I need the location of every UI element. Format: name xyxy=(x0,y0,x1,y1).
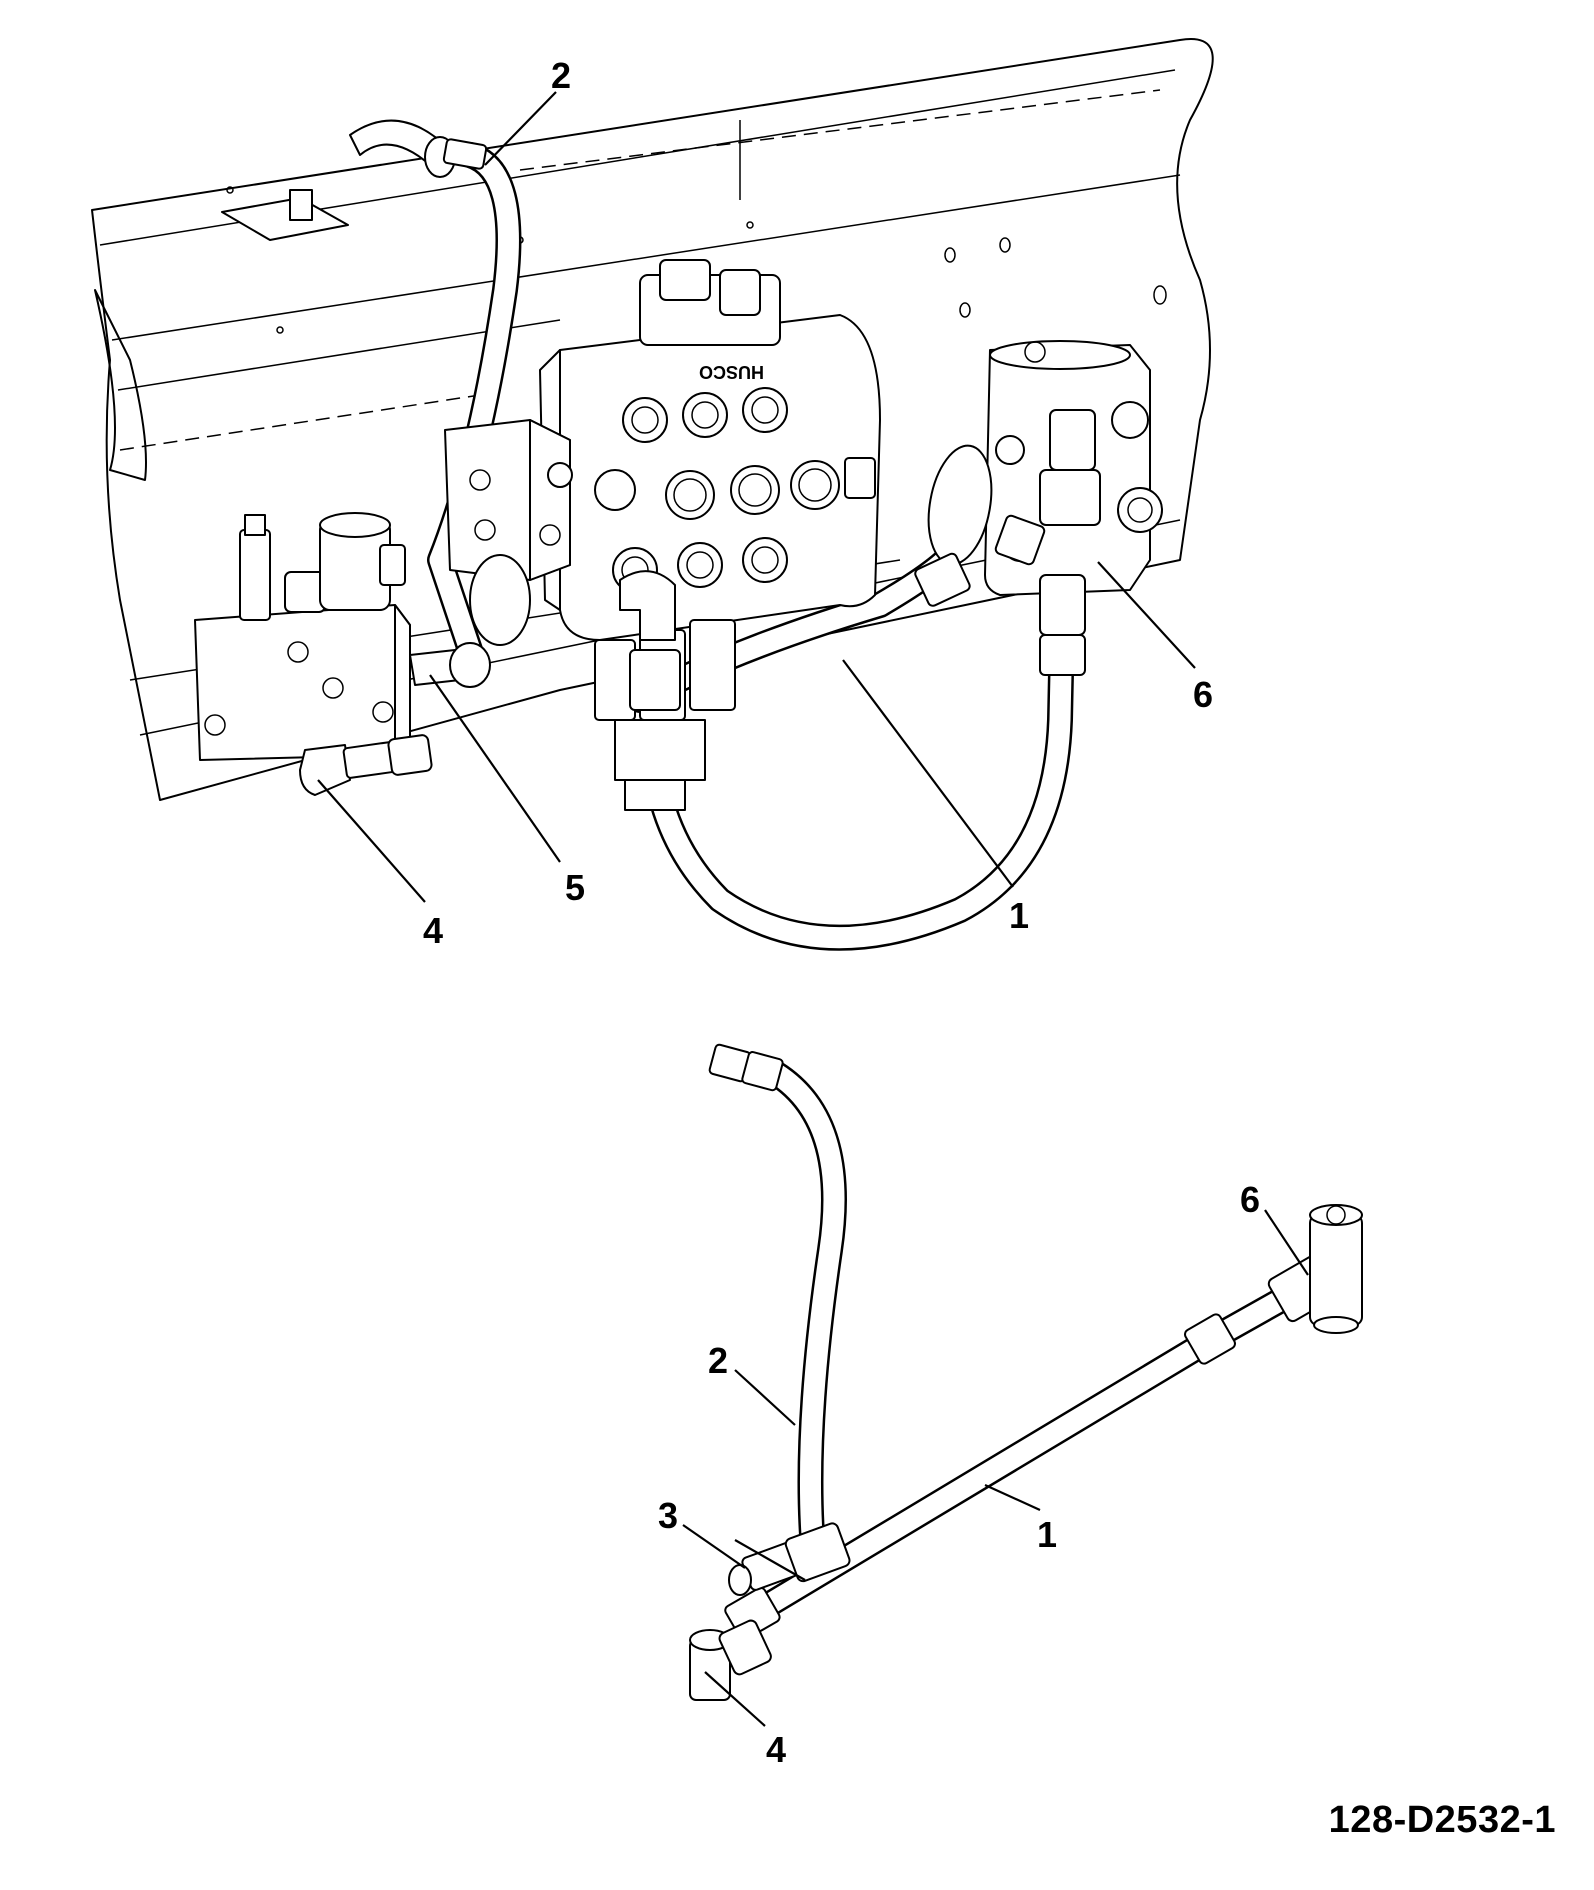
valve-ports xyxy=(594,387,840,593)
hose-2-exploded xyxy=(708,1043,847,1548)
callout-2-bottom: 2 xyxy=(708,1340,728,1381)
fitting-6-top xyxy=(994,409,1101,676)
control-valve-body: HUSCO xyxy=(539,259,881,811)
hose-1-fittings-top xyxy=(629,552,971,711)
fitting-5-top xyxy=(409,642,491,688)
callout-1-bottom: 1 xyxy=(1037,1514,1057,1555)
valve-marking: HUSCO xyxy=(699,362,764,382)
leaders-top xyxy=(317,91,1196,903)
callout-2-top: 2 xyxy=(551,55,571,96)
callout-1-top: 1 xyxy=(1009,895,1029,936)
callout-6-bottom: 6 xyxy=(1240,1179,1260,1220)
callout-3-bottom: 3 xyxy=(658,1495,678,1536)
drawing-number: 128-D2532-1 xyxy=(1328,1799,1556,1841)
fitting-3-exploded xyxy=(728,1522,851,1596)
fitting-4-top xyxy=(299,734,433,796)
hose-clamp-bracket xyxy=(221,119,456,241)
callout-5-top: 5 xyxy=(565,867,585,908)
leaders-bottom xyxy=(682,1209,1309,1727)
flow-control-block xyxy=(194,512,411,761)
fitting-4-exploded xyxy=(689,1619,772,1701)
fitting-6-exploded xyxy=(1267,1204,1363,1334)
callout-4-bottom: 4 xyxy=(766,1729,786,1770)
callout-6-top: 6 xyxy=(1193,674,1213,715)
callout-4-top: 4 xyxy=(423,910,443,951)
solenoid-block-upper xyxy=(444,419,573,646)
